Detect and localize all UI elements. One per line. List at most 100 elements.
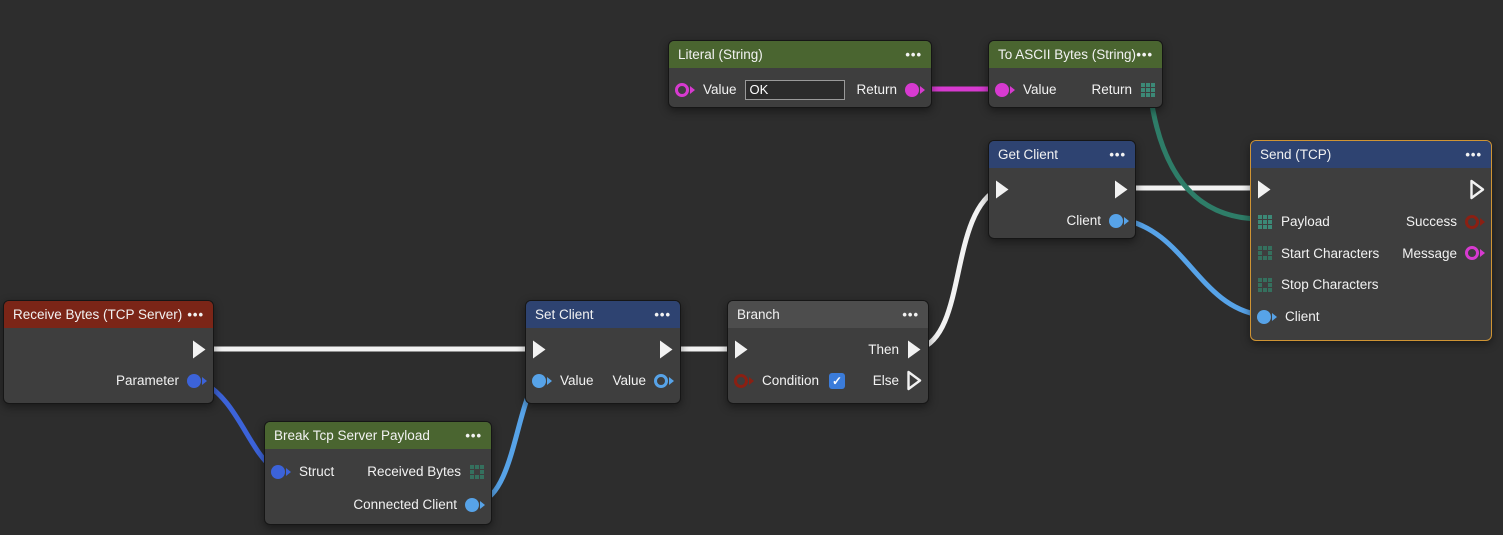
pin-row: Struct Received Bytes — [265, 455, 491, 488]
exec-out-pin[interactable] — [192, 339, 207, 360]
node-menu-icon[interactable]: ••• — [465, 428, 482, 443]
exec-out-pin[interactable] — [1114, 179, 1129, 200]
node-get-client[interactable]: Get Client ••• Client — [988, 140, 1136, 239]
node-title: Break Tcp Server Payload — [274, 428, 430, 443]
pin-row: Start Characters Message — [1251, 237, 1491, 269]
wire-client-getclient-to-send-client[interactable] — [1117, 216, 1263, 318]
pin-label: Connected Client — [353, 497, 457, 512]
client-output-pin[interactable] — [654, 373, 674, 388]
node-menu-icon[interactable]: ••• — [905, 47, 922, 62]
pin-label: Message — [1402, 245, 1457, 261]
pin-label: Value — [612, 373, 646, 388]
exec-else-pin[interactable] — [907, 370, 922, 391]
exec-in-pin[interactable] — [734, 339, 749, 360]
pin-label: Else — [872, 373, 899, 388]
pin-row — [526, 334, 680, 365]
pin-label: Success — [1405, 214, 1457, 230]
node-header[interactable]: Literal (String) ••• — [669, 41, 931, 68]
node-menu-icon[interactable]: ••• — [654, 307, 671, 322]
string-output-pin[interactable] — [1465, 246, 1485, 261]
exec-out-pin[interactable] — [1470, 179, 1485, 200]
node-branch[interactable]: Branch ••• Then Condition ✓ Else — [727, 300, 929, 404]
pin-label: Start Characters — [1281, 245, 1380, 261]
pin-row: Parameter — [4, 365, 213, 396]
client-output-pin[interactable] — [465, 497, 485, 512]
node-receive-bytes-tcp-server[interactable]: Receive Bytes (TCP Server) ••• Parameter — [3, 300, 214, 404]
pin-label: Value — [560, 373, 594, 388]
pin-row: Value Value — [526, 365, 680, 396]
node-menu-icon[interactable]: ••• — [1109, 147, 1126, 162]
bytes-input-pin[interactable] — [1257, 245, 1273, 261]
node-header[interactable]: Set Client ••• — [526, 301, 680, 328]
node-break-tcp-server-payload[interactable]: Break Tcp Server Payload ••• Struct Rece… — [264, 421, 492, 525]
struct-output-pin[interactable] — [187, 373, 207, 388]
node-send-tcp[interactable]: Send (TCP) ••• Payload Success — [1250, 140, 1492, 341]
string-input-pin[interactable] — [675, 82, 695, 97]
pin-label: Struct — [299, 464, 335, 479]
pin-row: Then — [728, 334, 928, 365]
node-title: Send (TCP) — [1260, 147, 1332, 162]
node-header[interactable]: Branch ••• — [728, 301, 928, 328]
pin-label: Client — [1285, 309, 1320, 325]
node-header[interactable]: Receive Bytes (TCP Server) ••• — [4, 301, 213, 328]
pin-row — [1251, 174, 1491, 206]
pin-row: Client — [989, 205, 1135, 236]
node-title: Set Client — [535, 307, 594, 322]
pin-row: Payload Success — [1251, 206, 1491, 238]
pin-label: Payload — [1281, 214, 1330, 230]
pin-label: Received Bytes — [367, 464, 461, 479]
condition-checkbox[interactable]: ✓ — [829, 372, 846, 389]
bytes-output-pin[interactable] — [469, 464, 485, 480]
client-input-pin[interactable] — [532, 373, 552, 388]
pin-row: Stop Characters — [1251, 269, 1491, 301]
node-literal-string[interactable]: Literal (String) ••• Value Return — [668, 40, 932, 108]
node-set-client[interactable]: Set Client ••• Value Value — [525, 300, 681, 404]
node-menu-icon[interactable]: ••• — [1465, 147, 1482, 162]
exec-out-pin[interactable] — [659, 339, 674, 360]
node-menu-icon[interactable]: ••• — [902, 307, 919, 322]
pin-label: Condition — [762, 373, 820, 388]
bytes-input-pin[interactable] — [1257, 214, 1273, 230]
pin-label: Return — [856, 82, 897, 97]
node-title: Branch — [737, 307, 780, 322]
exec-in-pin[interactable] — [1257, 179, 1272, 200]
wire-exec-branch-then-to-getclient[interactable] — [916, 185, 1003, 352]
pin-row: Value Return — [989, 74, 1162, 105]
node-title: To ASCII Bytes (String) — [998, 47, 1137, 62]
pin-label: Value — [1023, 82, 1057, 97]
pin-row — [989, 174, 1135, 205]
node-header[interactable]: Send (TCP) ••• — [1251, 141, 1491, 168]
client-output-pin[interactable] — [1109, 213, 1129, 228]
wire-bytes-toascii-to-send-payload[interactable] — [1147, 89, 1264, 222]
string-output-pin[interactable] — [905, 82, 925, 97]
node-header[interactable]: Get Client ••• — [989, 141, 1135, 168]
pin-label: Return — [1091, 82, 1132, 97]
exec-in-pin[interactable] — [532, 339, 547, 360]
client-input-pin[interactable] — [1257, 309, 1277, 324]
pin-label: Stop Characters — [1281, 277, 1379, 293]
bytes-output-pin[interactable] — [1140, 82, 1156, 98]
node-header[interactable]: To ASCII Bytes (String) ••• — [989, 41, 1162, 68]
pin-label: Then — [868, 342, 899, 357]
exec-in-pin[interactable] — [995, 179, 1010, 200]
pin-row: Client — [1251, 301, 1491, 333]
node-menu-icon[interactable]: ••• — [1136, 47, 1153, 62]
pin-row — [4, 334, 213, 365]
node-menu-icon[interactable]: ••• — [187, 307, 204, 322]
bytes-input-pin[interactable] — [1257, 277, 1273, 293]
pin-row: Connected Client — [265, 488, 491, 521]
node-to-ascii-bytes[interactable]: To ASCII Bytes (String) ••• Value Return — [988, 40, 1163, 108]
exec-then-pin[interactable] — [907, 339, 922, 360]
string-input-pin[interactable] — [995, 82, 1015, 97]
struct-input-pin[interactable] — [271, 464, 291, 479]
bool-input-pin[interactable] — [734, 373, 754, 388]
pin-row: Value Return — [669, 74, 931, 105]
node-header[interactable]: Break Tcp Server Payload ••• — [265, 422, 491, 449]
literal-value-input[interactable] — [744, 79, 845, 100]
pin-label: Client — [1066, 213, 1101, 228]
node-title: Receive Bytes (TCP Server) — [13, 307, 183, 322]
bool-output-pin[interactable] — [1465, 214, 1485, 229]
node-title: Get Client — [998, 147, 1059, 162]
